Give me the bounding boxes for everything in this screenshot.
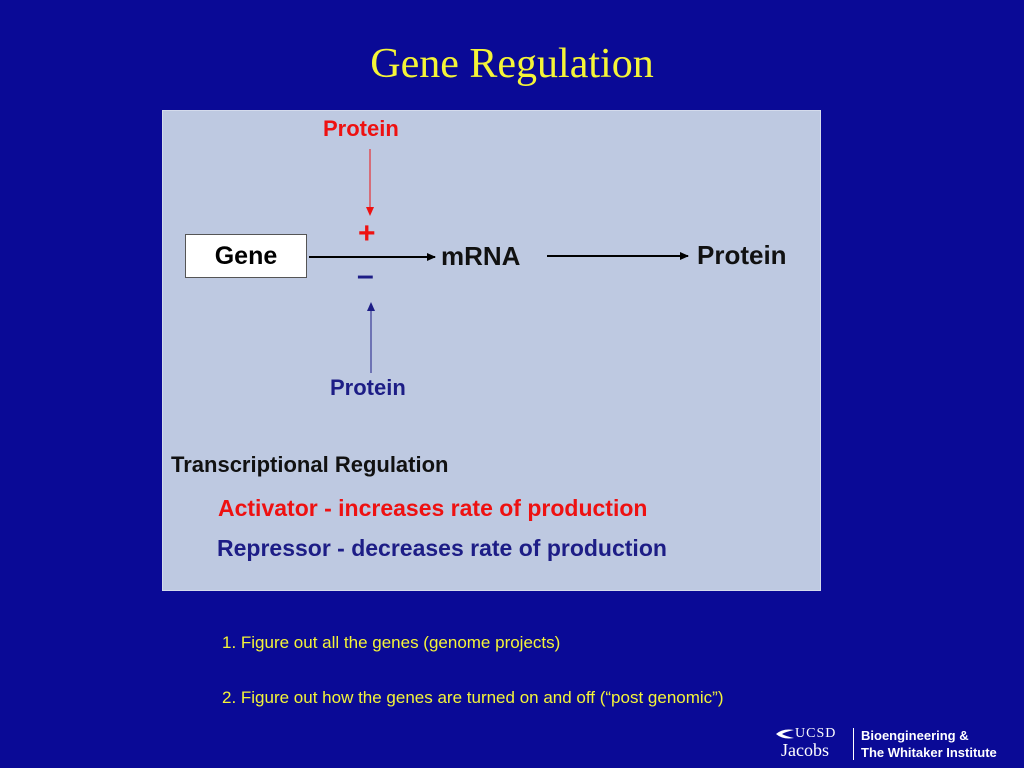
trident-icon (776, 729, 794, 739)
minus-sign: – (357, 259, 374, 292)
activator-description: Activator - increases rate of production (218, 495, 648, 521)
list-item-post-genomic: 2. Figure out how the genes are turned o… (222, 688, 724, 707)
repressor-protein-label: Protein (330, 375, 406, 400)
logo-divider (853, 728, 854, 760)
plus-sign: + (358, 217, 376, 250)
jacobs-wordmark: Jacobs (781, 740, 829, 760)
repressor-description: Repressor - decreases rate of production (217, 535, 667, 561)
mrna-label: mRNA (441, 241, 521, 271)
slide-title: Gene Regulation (370, 41, 654, 87)
diagram-panel: Protein Gene + – mRNA Protein Protein Tr… (162, 110, 821, 591)
diagram-arrows (309, 149, 689, 373)
product-protein-label: Protein (697, 240, 787, 270)
list-item-genome-projects: 1. Figure out all the genes (genome proj… (222, 633, 561, 652)
institution-line-1: Bioengineering & (861, 728, 969, 743)
institution-logo: UCSD Jacobs Bioengineering & The Whitake… (775, 726, 1020, 762)
gene-box: Gene (185, 234, 307, 278)
ucsd-wordmark: UCSD (795, 726, 837, 741)
regulation-heading: Transcriptional Regulation (171, 452, 449, 477)
activator-protein-label: Protein (323, 116, 399, 141)
institution-line-2: The Whitaker Institute (861, 745, 997, 760)
